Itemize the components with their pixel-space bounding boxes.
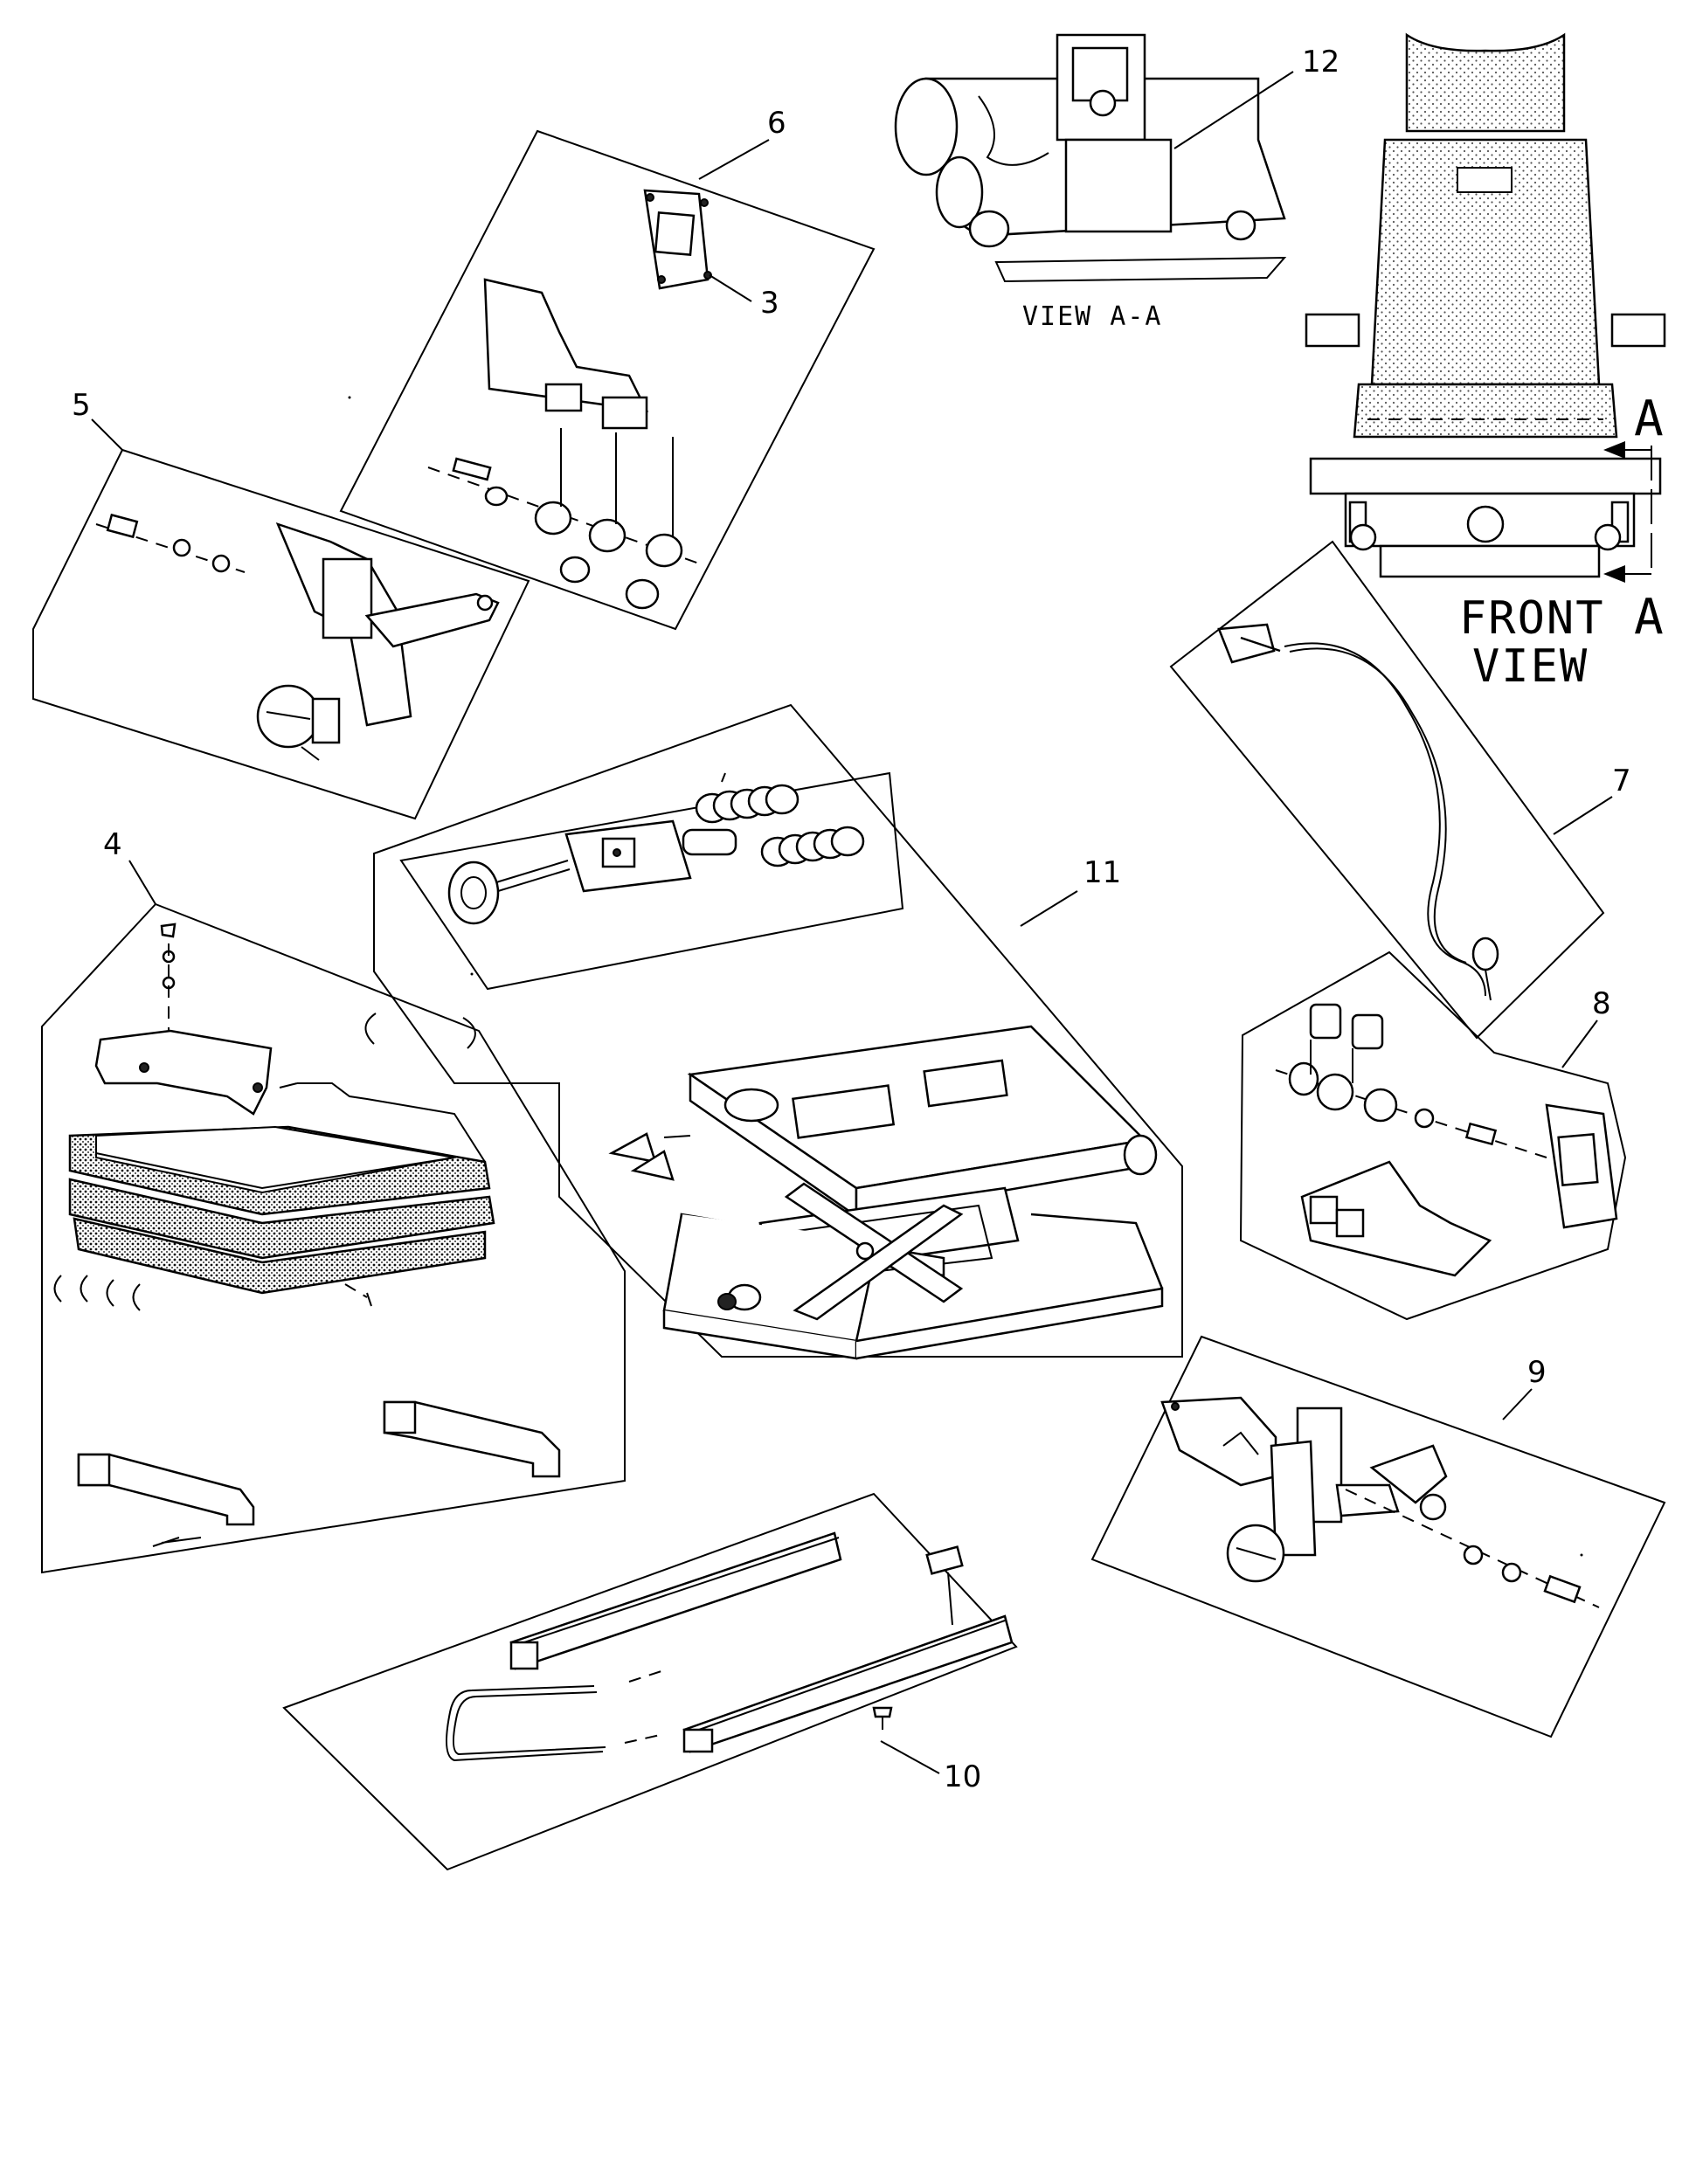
panel-4: [41, 902, 626, 1574]
panel-6-parts: [427, 189, 752, 610]
panel-7: [1169, 540, 1605, 1040]
view-a-a-label: VIEW A-A: [1022, 301, 1163, 332]
front-view-label-line1: FRONT: [1459, 592, 1605, 645]
section-a-a-marker: [1603, 441, 1652, 583]
panel-11: [373, 703, 1183, 1358]
panel-5-parts: [95, 513, 500, 761]
callout-8: 8: [1592, 986, 1611, 1021]
panel-11-scissor-base: [608, 1025, 1164, 1360]
spring-1: [695, 784, 800, 824]
panel-5: [32, 448, 530, 820]
panel-8: [1239, 950, 1627, 1321]
callout-12: 12: [1302, 45, 1339, 79]
front-view-label-line2: VIEW: [1472, 640, 1589, 693]
panel-8-parts: [1275, 1003, 1618, 1277]
callout-10: 10: [944, 1759, 981, 1794]
callout-4: 4: [103, 827, 122, 862]
callout-5: 5: [72, 388, 91, 423]
panel-9-parts: [1160, 1396, 1600, 1608]
panel-10-parts: [446, 1531, 1014, 1762]
callout-6: 6: [767, 106, 786, 141]
panel-11-spring-parts: [447, 772, 865, 925]
callout-7: 7: [1612, 764, 1631, 798]
callout-9: 9: [1527, 1355, 1547, 1390]
spring-2: [760, 826, 865, 867]
panel-6: [339, 129, 876, 631]
callout-11: 11: [1083, 855, 1121, 890]
panel-7-parts: [1217, 623, 1499, 1001]
section-label-top: A: [1634, 390, 1664, 447]
front-view-seat-drawing: [1305, 32, 1666, 578]
panel-4-parts: [53, 923, 561, 1547]
section-label-bottom: A: [1634, 589, 1664, 646]
callout-3: 3: [760, 286, 779, 321]
cushion-stack: [68, 1082, 495, 1295]
panel-10: [282, 1492, 1018, 1871]
view-a-a-drawing: [894, 33, 1294, 283]
panel-9: [1090, 1335, 1666, 1738]
